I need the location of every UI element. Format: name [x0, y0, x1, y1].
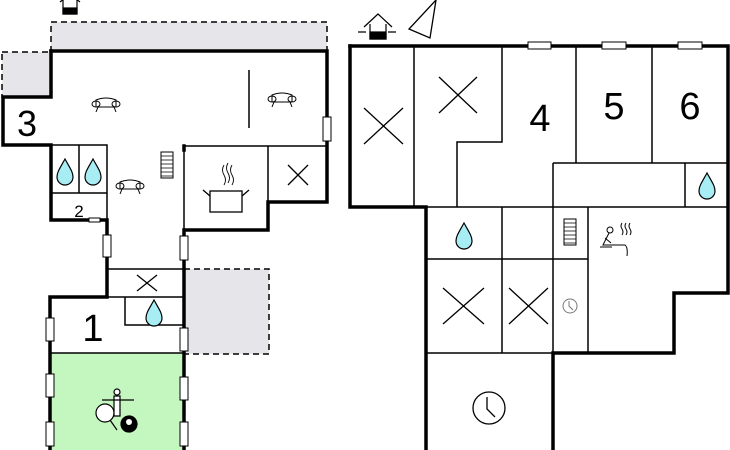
cooking-pot-icon — [202, 162, 250, 213]
water-drop-icon — [84, 158, 102, 186]
entrance-icon — [59, 0, 81, 15]
right-building-walls — [348, 44, 730, 450]
unused-area-x-marks — [136, 76, 549, 325]
room-label-3: 3 — [17, 103, 37, 144]
windows-right — [527, 41, 703, 50]
table-tennis-icon — [95, 403, 118, 431]
terrace-left — [1, 51, 52, 98]
water-drop-icon — [145, 299, 163, 327]
windows-left — [45, 116, 332, 447]
clock-icon — [562, 298, 578, 314]
water-drop-icon — [698, 172, 716, 200]
sofa-icon — [115, 179, 145, 195]
stairs-icon — [160, 151, 174, 179]
room-label-4: 4 — [529, 98, 550, 140]
entrance-icon — [358, 13, 396, 40]
water-drop-icon — [56, 158, 74, 186]
left-building-walls — [1, 49, 329, 450]
sofa-icon — [267, 92, 297, 108]
billiard-ball-icon — [120, 415, 138, 433]
room-label-5: 5 — [603, 86, 624, 128]
stairs-icon — [563, 218, 577, 246]
water-drop-icon — [455, 222, 473, 250]
terrace-right — [183, 268, 270, 355]
sauna-icon — [600, 222, 632, 257]
room-label-2: 2 — [74, 202, 83, 221]
north-arrow-icon — [407, 0, 437, 39]
terrace-top — [50, 21, 328, 52]
clock-icon — [472, 391, 506, 425]
sofa-icon — [91, 97, 121, 113]
game-room-icons — [95, 388, 138, 433]
room-label-1: 1 — [82, 308, 103, 350]
room-label-6: 6 — [679, 86, 700, 128]
foosball-icon — [102, 388, 134, 417]
